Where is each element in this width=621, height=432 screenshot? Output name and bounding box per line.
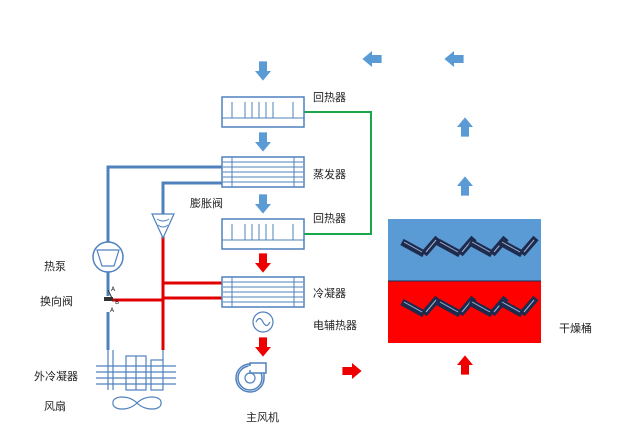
valve-port-b-label: B [115,299,120,306]
label-recuperator-top: 回热器 [313,91,346,104]
label-reversing-valve: 换向阀 [40,295,73,308]
reversing-valve-icon [104,289,114,301]
compressor-icon [92,241,124,273]
recuperator-top [221,96,305,128]
expansion-valve-icon [151,213,175,240]
label-outer-condenser: 外冷凝器 [34,370,78,383]
down-arrow-icon [255,61,271,81]
down-arrow-icon [255,194,271,214]
left-arrow-icon [362,51,382,67]
label-recuperator-mid: 回热器 [313,212,346,225]
down-arrow-icon [255,253,271,273]
left-arrow-icon [444,51,464,67]
blue-refrigerant-pipes [106,165,222,350]
label-electric-heater: 电辅热器 [313,319,357,332]
label-main-fan: 主风机 [246,411,279,424]
recuperator-mid [221,218,305,250]
label-expansion-valve: 膨胀阀 [190,197,223,210]
outer-condenser-coil [96,350,176,391]
label-drying-drum: 干燥桶 [559,322,592,335]
down-arrow-icon [255,337,271,357]
down-arrow-icon [255,132,271,152]
label-condenser: 冷凝器 [313,287,346,300]
red-refrigerant-pipes [112,236,222,350]
label-heat-pump: 热泵 [44,260,66,273]
heater-icon [252,311,274,333]
valve-port-a-label: A [110,307,115,314]
up-arrow-icon [457,117,473,137]
condenser [221,276,305,308]
blower-icon [235,362,267,393]
up-arrow-icon [457,176,473,196]
right-arrow-icon [342,363,362,379]
label-fan: 风扇 [44,400,66,413]
evaporator [221,156,305,188]
fan-icon [112,396,162,410]
drying-drum [388,219,541,343]
label-evaporator: 蒸发器 [313,168,346,181]
green-recuperator-pipe [304,111,372,235]
up-arrow-icon [457,355,473,375]
valve-port-top-label: A [111,286,116,293]
